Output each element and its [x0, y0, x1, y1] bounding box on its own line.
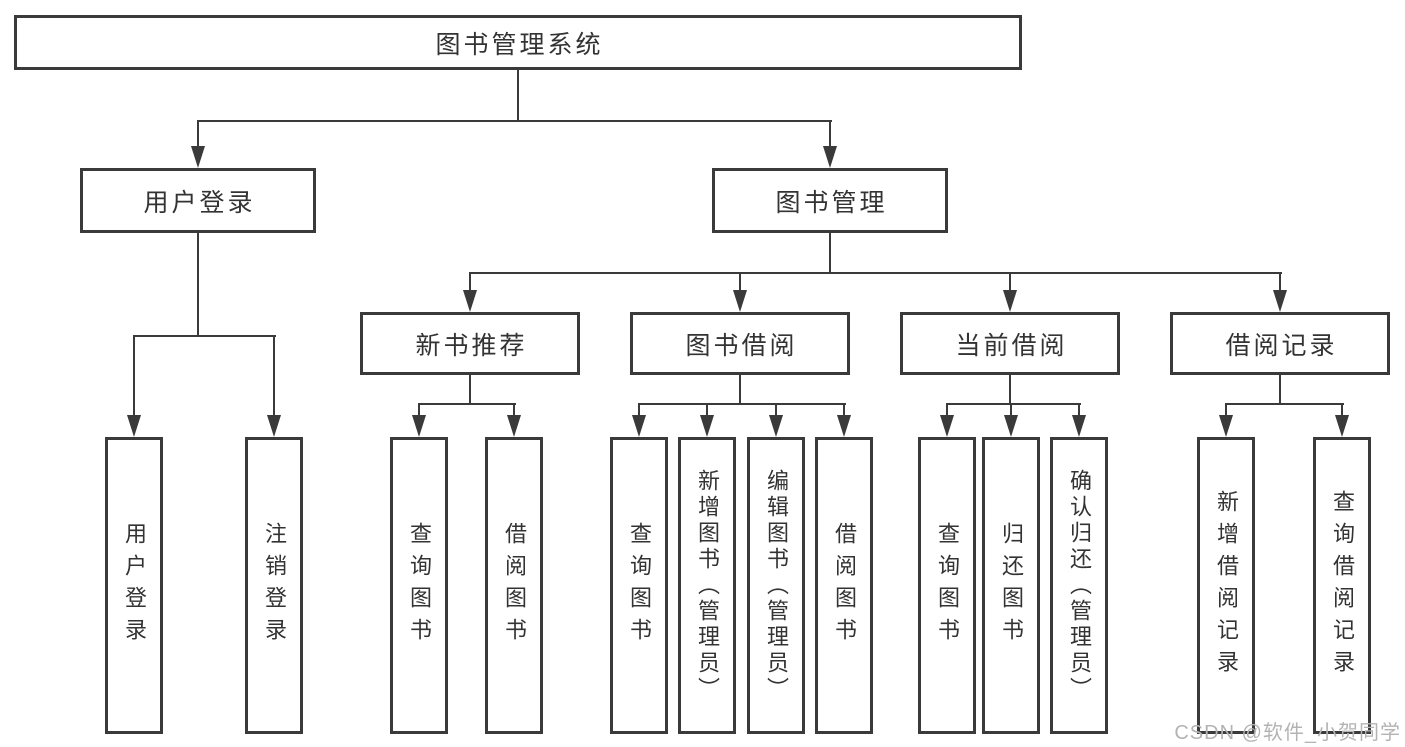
connector-line	[1279, 272, 1281, 290]
leaf-logout: 注销登录	[245, 437, 303, 734]
node-book-borrowing: 图书借阅	[630, 312, 850, 375]
connector-line	[638, 403, 846, 405]
arrow-down-icon	[507, 415, 521, 437]
arrow-down-icon	[191, 146, 205, 168]
arrow-down-icon	[632, 415, 646, 437]
connector-line	[469, 375, 471, 405]
arrow-down-icon	[837, 415, 851, 437]
arrow-down-icon	[1003, 290, 1017, 312]
arrow-down-icon	[412, 415, 426, 437]
connector-line	[775, 403, 777, 415]
connector-line	[829, 233, 831, 274]
leaf-borrowing-borrow-books: 借阅图书	[815, 437, 873, 734]
connector-line	[946, 403, 948, 415]
node-new-book-recommend: 新书推荐	[360, 312, 580, 375]
connector-line	[1279, 375, 1281, 405]
leaf-current-confirm-return: 确认归还（管理员）	[1050, 437, 1108, 734]
connector-line	[469, 272, 471, 290]
node-book-management: 图书管理	[712, 168, 948, 233]
leaf-borrowing-edit-books: 编辑图书（管理员）	[747, 437, 805, 734]
node-user-login: 用户登录	[80, 168, 316, 233]
leaf-borrowing-query-books: 查询图书	[610, 437, 668, 734]
arrow-down-icon	[940, 415, 954, 437]
leaf-records-query-record: 查询借阅记录	[1313, 437, 1371, 734]
connector-line	[418, 403, 420, 415]
connector-line	[273, 335, 275, 415]
connector-line	[1009, 272, 1011, 290]
connector-line	[418, 403, 516, 405]
connector-line	[946, 403, 1081, 405]
connector-line	[1225, 403, 1344, 405]
leaf-user-login: 用户登录	[105, 437, 163, 734]
arrow-down-icon	[463, 290, 477, 312]
connector-line	[469, 272, 1282, 274]
connector-line	[638, 403, 640, 415]
leaf-current-query-books: 查询图书	[918, 437, 976, 734]
leaf-recommend-borrow-books: 借阅图书	[485, 437, 543, 734]
arrow-down-icon	[823, 146, 837, 168]
arrow-down-icon	[1273, 290, 1287, 312]
connector-line	[706, 403, 708, 415]
connector-line	[739, 375, 741, 405]
connector-line	[1341, 403, 1343, 415]
connector-line	[513, 403, 515, 415]
node-book-management-system: 图书管理系统	[14, 15, 1022, 70]
arrow-down-icon	[1072, 415, 1086, 437]
arrow-down-icon	[700, 415, 714, 437]
arrow-down-icon	[769, 415, 783, 437]
connector-line	[517, 70, 519, 122]
leaf-records-add-record: 新增借阅记录	[1197, 437, 1255, 734]
connector-line	[197, 120, 832, 122]
connector-line	[133, 335, 276, 337]
connector-line	[197, 233, 199, 337]
connector-line	[829, 120, 831, 147]
connector-line	[1010, 403, 1012, 415]
leaf-recommend-query-books: 查询图书	[390, 437, 448, 734]
arrow-down-icon	[1335, 415, 1349, 437]
watermark: CSDN @软件_小贺同学	[1174, 722, 1401, 744]
connector-line	[739, 272, 741, 290]
connector-line	[843, 403, 845, 415]
arrow-down-icon	[733, 290, 747, 312]
arrow-down-icon	[1219, 415, 1233, 437]
node-borrowing-records: 借阅记录	[1170, 312, 1390, 375]
connector-line	[1078, 403, 1080, 415]
connector-line	[197, 120, 199, 147]
connector-line	[1225, 403, 1227, 415]
connector-line	[1009, 375, 1011, 405]
arrow-down-icon	[127, 415, 141, 437]
leaf-current-return-books: 归还图书	[982, 437, 1040, 734]
leaf-borrowing-add-books: 新增图书（管理员）	[678, 437, 736, 734]
arrow-down-icon	[1004, 415, 1018, 437]
arrow-down-icon	[267, 415, 281, 437]
connector-line	[133, 335, 135, 415]
node-current-borrowing: 当前借阅	[900, 312, 1120, 375]
